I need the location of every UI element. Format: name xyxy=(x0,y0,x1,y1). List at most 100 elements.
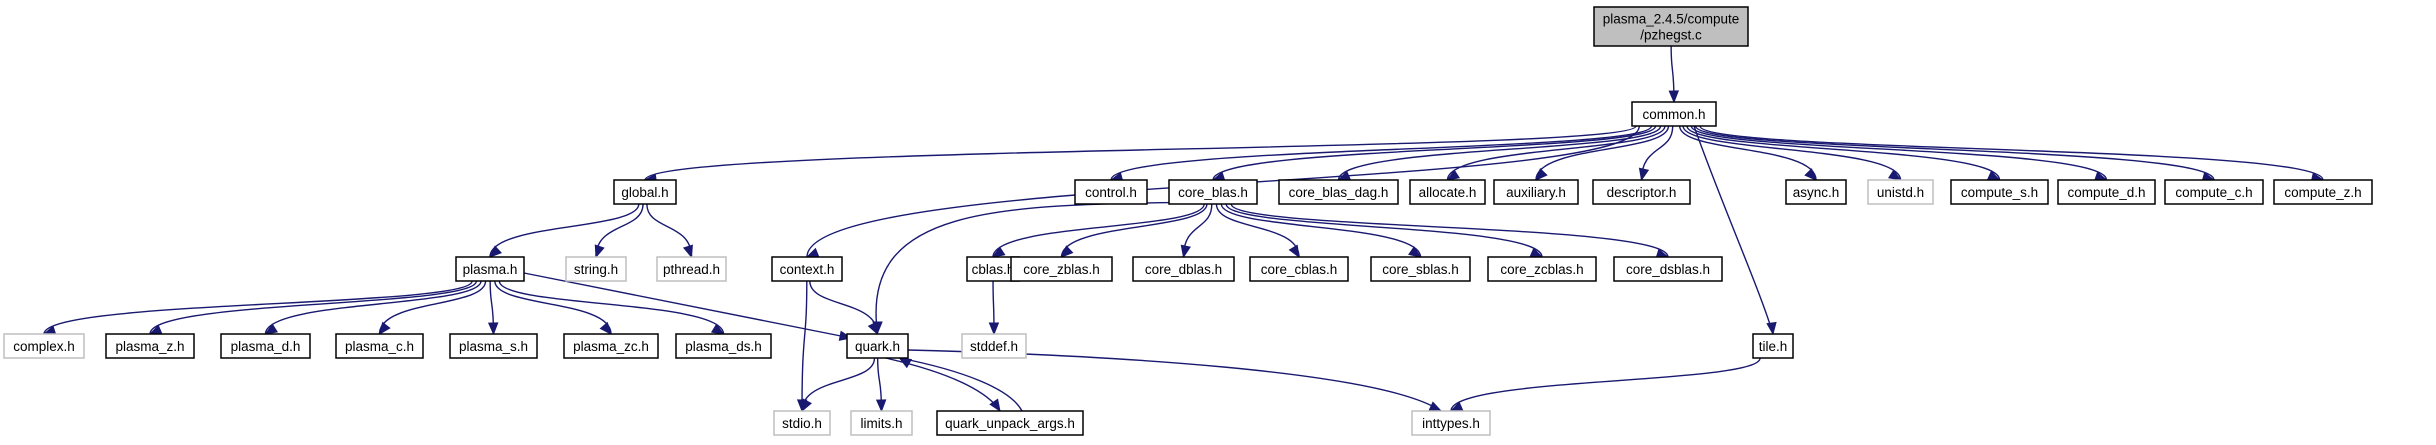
edge-plasma-to-complex xyxy=(42,280,473,336)
edge-common-to-descriptor xyxy=(1638,125,1674,182)
edge-plasma-to-plasma_c xyxy=(378,280,487,336)
node-label: core_dsblas.h xyxy=(1626,262,1710,277)
node-core-blas[interactable]: core_blas.h xyxy=(1168,179,1258,205)
edge-context-to-quark xyxy=(809,280,879,336)
node-box xyxy=(1074,179,1148,205)
node-core-dblas[interactable]: core_dblas.h xyxy=(1132,256,1235,282)
node-box xyxy=(936,410,1084,436)
node-root[interactable]: plasma_2.4.5/compute/pzhegst.c xyxy=(1593,6,1749,47)
node-core-blas-dag[interactable]: core_blas_dag.h xyxy=(1278,179,1399,205)
node-box xyxy=(105,333,195,359)
node-plasma-zc[interactable]: plasma_zc.h xyxy=(563,333,659,359)
node-quark-unpack[interactable]: quark_unpack_args.h xyxy=(936,410,1084,436)
edge-line xyxy=(801,357,876,412)
node-tile[interactable]: tile.h xyxy=(1752,333,1794,359)
node-box xyxy=(613,179,677,205)
node-compute-z[interactable]: compute_z.h xyxy=(2273,179,2373,205)
edge-quark-to-inttypes xyxy=(907,349,1443,412)
node-box xyxy=(1411,410,1491,436)
node-box xyxy=(961,333,1027,359)
edge-line xyxy=(1212,125,1657,181)
arrowhead-icon xyxy=(1428,401,1443,412)
edge-line xyxy=(1230,203,1669,258)
node-box xyxy=(1010,256,1113,282)
edge-common-to-compute_d xyxy=(1690,125,2108,182)
node-core-cblas[interactable]: core_cblas.h xyxy=(1249,256,1349,282)
arrowhead-icon xyxy=(1804,168,1817,181)
node-plasma[interactable]: plasma.h xyxy=(455,256,525,282)
node-allocate[interactable]: allocate.h xyxy=(1409,179,1486,205)
node-box xyxy=(1785,179,1847,205)
node-box xyxy=(1278,179,1399,205)
edge-core_blas-to-core_dblas xyxy=(1180,203,1213,259)
edge-root-to-common xyxy=(1668,45,1680,104)
node-label: compute_z.h xyxy=(2284,185,2361,200)
edge-line xyxy=(885,357,1001,412)
node-box xyxy=(1168,179,1258,205)
node-cblas[interactable]: cblas.h xyxy=(966,256,1020,282)
node-plasma-z[interactable]: plasma_z.h xyxy=(105,333,195,359)
edge-line xyxy=(1693,125,1774,335)
edge-line xyxy=(378,280,487,335)
node-label: descriptor.h xyxy=(1607,185,1677,200)
edge-line xyxy=(1225,203,1543,258)
node-label: core_dblas.h xyxy=(1145,262,1222,277)
arrowhead-icon xyxy=(378,321,391,336)
node-control[interactable]: control.h xyxy=(1074,179,1148,205)
node-descriptor[interactable]: descriptor.h xyxy=(1592,179,1691,205)
node-box xyxy=(1409,179,1486,205)
node-auxiliary[interactable]: auxiliary.h xyxy=(1493,179,1579,205)
node-label: common.h xyxy=(1642,107,1705,122)
node-limits: limits.h xyxy=(850,410,913,436)
node-compute-s[interactable]: compute_s.h xyxy=(1950,179,2049,205)
node-plasma-s[interactable]: plasma_s.h xyxy=(449,333,538,359)
node-core-dsblas[interactable]: core_dsblas.h xyxy=(1613,256,1723,282)
arrowhead-icon xyxy=(1408,246,1422,258)
node-label: control.h xyxy=(1085,185,1137,200)
edge-global-to-pthread xyxy=(646,203,693,259)
edge-common-to-unistd xyxy=(1682,125,1902,181)
node-box xyxy=(1493,179,1579,205)
node-plasma-c[interactable]: plasma_c.h xyxy=(335,333,424,359)
node-core-zblas[interactable]: core_zblas.h xyxy=(1010,256,1113,282)
node-quark[interactable]: quark.h xyxy=(846,333,909,359)
node-plasma-ds[interactable]: plasma_ds.h xyxy=(675,333,772,359)
node-label: compute_s.h xyxy=(1961,185,2038,200)
node-label: core_blas.h xyxy=(1178,185,1248,200)
edge-line xyxy=(489,203,640,258)
arrowhead-icon xyxy=(1180,244,1191,259)
node-compute-d[interactable]: compute_d.h xyxy=(2057,179,2156,205)
node-async[interactable]: async.h xyxy=(1785,179,1847,205)
node-label: quark_unpack_args.h xyxy=(945,416,1075,431)
node-label: string.h xyxy=(574,262,618,277)
node-label: limits.h xyxy=(860,416,902,431)
node-global[interactable]: global.h xyxy=(613,179,677,205)
arrowhead-icon xyxy=(1446,169,1461,181)
node-core-sblas[interactable]: core_sblas.h xyxy=(1370,256,1471,282)
node-core-zcblas[interactable]: core_zcblas.h xyxy=(1487,256,1597,282)
arrowhead-icon xyxy=(682,244,693,259)
node-box xyxy=(220,333,311,359)
edge-common-to-core_blas xyxy=(1211,125,1657,182)
node-box xyxy=(2164,179,2264,205)
node-box xyxy=(1867,179,1934,205)
node-compute-c[interactable]: compute_c.h xyxy=(2164,179,2264,205)
edge-plasma-to-plasma_s xyxy=(487,280,499,336)
arrowhead-icon xyxy=(1766,321,1777,336)
node-label: plasma_zc.h xyxy=(573,339,649,354)
edge-core_blas-to-core_cblas xyxy=(1215,203,1300,259)
edge-line xyxy=(264,280,482,335)
edge-line xyxy=(498,280,725,335)
edge-context-to-stdio xyxy=(796,280,808,413)
node-common[interactable]: common.h xyxy=(1631,101,1717,127)
edge-line xyxy=(992,203,1205,258)
node-label: inttypes.h xyxy=(1422,416,1480,431)
node-box xyxy=(846,333,909,359)
arrowhead-icon xyxy=(1638,167,1650,182)
node-context[interactable]: context.h xyxy=(771,256,843,282)
edge-line xyxy=(907,349,1442,412)
node-plasma-d[interactable]: plasma_d.h xyxy=(220,333,311,359)
node-label: compute_d.h xyxy=(2067,185,2145,200)
edge-quark_unpack-to-quark xyxy=(898,357,1023,412)
